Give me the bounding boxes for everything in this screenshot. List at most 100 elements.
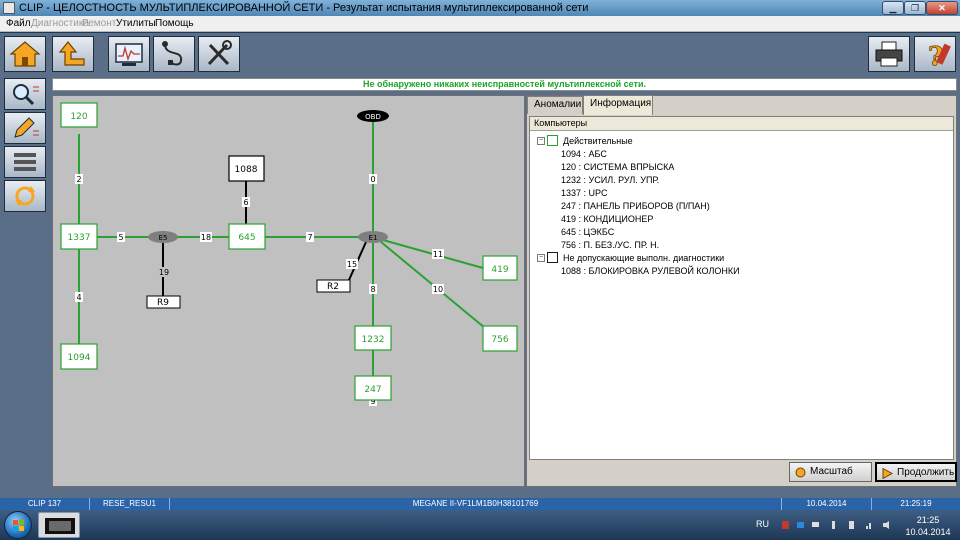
flag-icon[interactable] — [781, 520, 790, 530]
svg-text:R2: R2 — [327, 282, 339, 292]
ecu-node-756[interactable]: 756 — [482, 325, 518, 352]
tab-anomalies[interactable]: Аномалии — [527, 96, 583, 114]
clock-date[interactable]: 10.04.2014 — [905, 527, 951, 537]
tab-information[interactable]: Информация — [583, 95, 653, 115]
ecu-node-120[interactable]: 120 — [60, 102, 98, 128]
svg-text:R9: R9 — [157, 298, 169, 308]
menu-bar: Файл Диагностика Ремонт Утилиты Помощь — [0, 16, 960, 32]
status-vehicle: MEGANE II-VF1LM1B0H38101769 — [170, 498, 782, 510]
svg-text:1232: 1232 — [362, 335, 385, 345]
up-arrow-icon — [58, 41, 85, 66]
multiplex-button[interactable] — [153, 36, 195, 72]
computers-list: Компьютеры − Действительные 1094 : АБС 1… — [529, 116, 954, 460]
tree-item[interactable]: 1088 : БЛОКИРОВКА РУЛЕВОЙ КОЛОНКИ — [561, 266, 740, 276]
window-title: CLIP - ЦЕЛОСТНОСТЬ МУЛЬТИПЛЕКСИРОВАННОЙ … — [19, 2, 589, 14]
ecu-node-247[interactable]: 247 — [354, 375, 392, 401]
status-device: CLIP 137 — [0, 498, 90, 510]
tools-button[interactable] — [198, 36, 240, 72]
active-group-checkbox[interactable] — [547, 135, 558, 146]
scale-button[interactable]: Масштаб — [789, 462, 872, 482]
monitor-icon[interactable] — [811, 520, 820, 530]
scale-button-label: Масштаб — [810, 466, 853, 477]
tree-item[interactable]: 247 : ПАНЕЛЬ ПРИБОРОВ (П/ПАН) — [561, 201, 710, 211]
volume-icon[interactable] — [882, 520, 891, 530]
clock-time[interactable]: 21:25 — [916, 515, 940, 525]
ecu-node-1094[interactable]: 1094 — [60, 343, 98, 370]
menu-help[interactable]: Помощь — [155, 18, 194, 29]
menu-file[interactable]: Файл — [6, 18, 31, 29]
up-button[interactable] — [52, 36, 94, 72]
menu-repair[interactable]: Ремонт — [82, 18, 117, 29]
svg-text:419: 419 — [491, 265, 508, 275]
print-button[interactable] — [868, 36, 910, 72]
tree-item[interactable]: 1094 : АБС — [561, 149, 607, 159]
bus-node-e1: E1 — [358, 231, 388, 243]
link-label: 10 — [433, 285, 443, 294]
svg-text:247: 247 — [364, 385, 381, 395]
taskbar-app-clip[interactable] — [38, 512, 80, 538]
tree-group-active: Действительные — [563, 136, 633, 146]
help-button[interactable]: ? — [914, 36, 956, 72]
column-header-computers[interactable]: Компьютеры — [530, 117, 953, 131]
start-button[interactable] — [4, 511, 32, 539]
svg-text:E1: E1 — [369, 234, 378, 242]
language-indicator[interactable]: RU — [756, 519, 769, 529]
help-icon: ? — [928, 42, 951, 69]
ecu-node-1337[interactable]: 1337 — [60, 223, 98, 250]
battery-icon[interactable] — [847, 520, 856, 530]
minimize-button[interactable]: ▁ — [882, 1, 904, 15]
status-date: 10.04.2014 — [782, 498, 872, 510]
ecu-node-419[interactable]: 419 — [482, 255, 518, 281]
zoom-button[interactable] — [4, 78, 46, 110]
tree-item[interactable]: 756 : П. БЕЗ./УС. ПР. Н. — [561, 240, 660, 250]
ecu-node-1088[interactable]: 1088 — [228, 155, 265, 182]
svg-text:1088: 1088 — [235, 165, 258, 175]
cycle-button[interactable] — [4, 180, 46, 212]
link-label: 11 — [433, 250, 443, 259]
collapse-icon[interactable]: − — [537, 137, 545, 145]
edit-button[interactable] — [4, 112, 46, 144]
status-message: Не обнаружено никаких неисправностей мул… — [52, 78, 957, 91]
link-label: 19 — [159, 268, 169, 277]
tree-item[interactable]: 419 : КОНДИЦИОНЕР — [561, 214, 654, 224]
taskbar: RU 21:25 10.04.2014 — [0, 510, 960, 540]
signal-icon[interactable] — [865, 520, 874, 530]
tree-item[interactable]: 1232 : УСИЛ. РУЛ. УПР. — [561, 175, 660, 185]
svg-text:1337: 1337 — [68, 233, 91, 243]
link-label: 7 — [307, 233, 312, 242]
pencil-icon — [14, 117, 39, 138]
continue-button[interactable]: Продолжить — [875, 462, 957, 482]
magnifier-icon — [13, 84, 39, 106]
maximize-button[interactable]: ❐ — [904, 1, 926, 15]
play-icon — [882, 468, 893, 479]
usb-icon[interactable] — [829, 520, 838, 530]
menu-diagnostics[interactable]: Диагностика — [31, 18, 89, 29]
excluded-group-checkbox[interactable] — [547, 252, 558, 263]
info-panel: Аномалии Информация Компьютеры − Действи… — [526, 95, 957, 487]
tree-item[interactable]: 120 : СИСТЕМА ВПРЫСКА — [561, 162, 675, 172]
tree-item[interactable]: 1337 : UPC — [561, 188, 608, 198]
ecu-node-645[interactable]: 645 — [228, 223, 266, 250]
bus-node-e5: E5 — [148, 231, 178, 243]
clip-app-icon — [45, 518, 75, 534]
collapse-icon[interactable]: − — [537, 254, 545, 262]
list-icon — [14, 153, 36, 171]
obd-connector: OBD — [357, 110, 389, 122]
ecu-node-1232[interactable]: 1232 — [354, 325, 392, 351]
home-button[interactable] — [4, 36, 46, 72]
minimize-icon: ▁ — [889, 3, 897, 13]
resistor-r2: R2 — [316, 279, 351, 293]
link-label: 5 — [118, 233, 123, 242]
title-bar: CLIP - ЦЕЛОСТНОСТЬ МУЛЬТИПЛЕКСИРОВАННОЙ … — [0, 0, 960, 16]
cycle-icon — [15, 186, 35, 206]
list-button[interactable] — [4, 146, 46, 178]
svg-text:E5: E5 — [159, 234, 168, 242]
restore-icon: ❐ — [910, 3, 920, 13]
close-button[interactable]: ✕ — [926, 1, 958, 15]
main-area: ? Не обнаружено ника — [0, 33, 960, 498]
oscilloscope-button[interactable] — [108, 36, 150, 72]
continue-button-label: Продолжить — [897, 467, 955, 478]
tree-item[interactable]: 645 : ЦЭКБС — [561, 227, 615, 237]
menu-utilities[interactable]: Утилиты — [116, 18, 156, 29]
network-icon[interactable] — [796, 520, 805, 530]
